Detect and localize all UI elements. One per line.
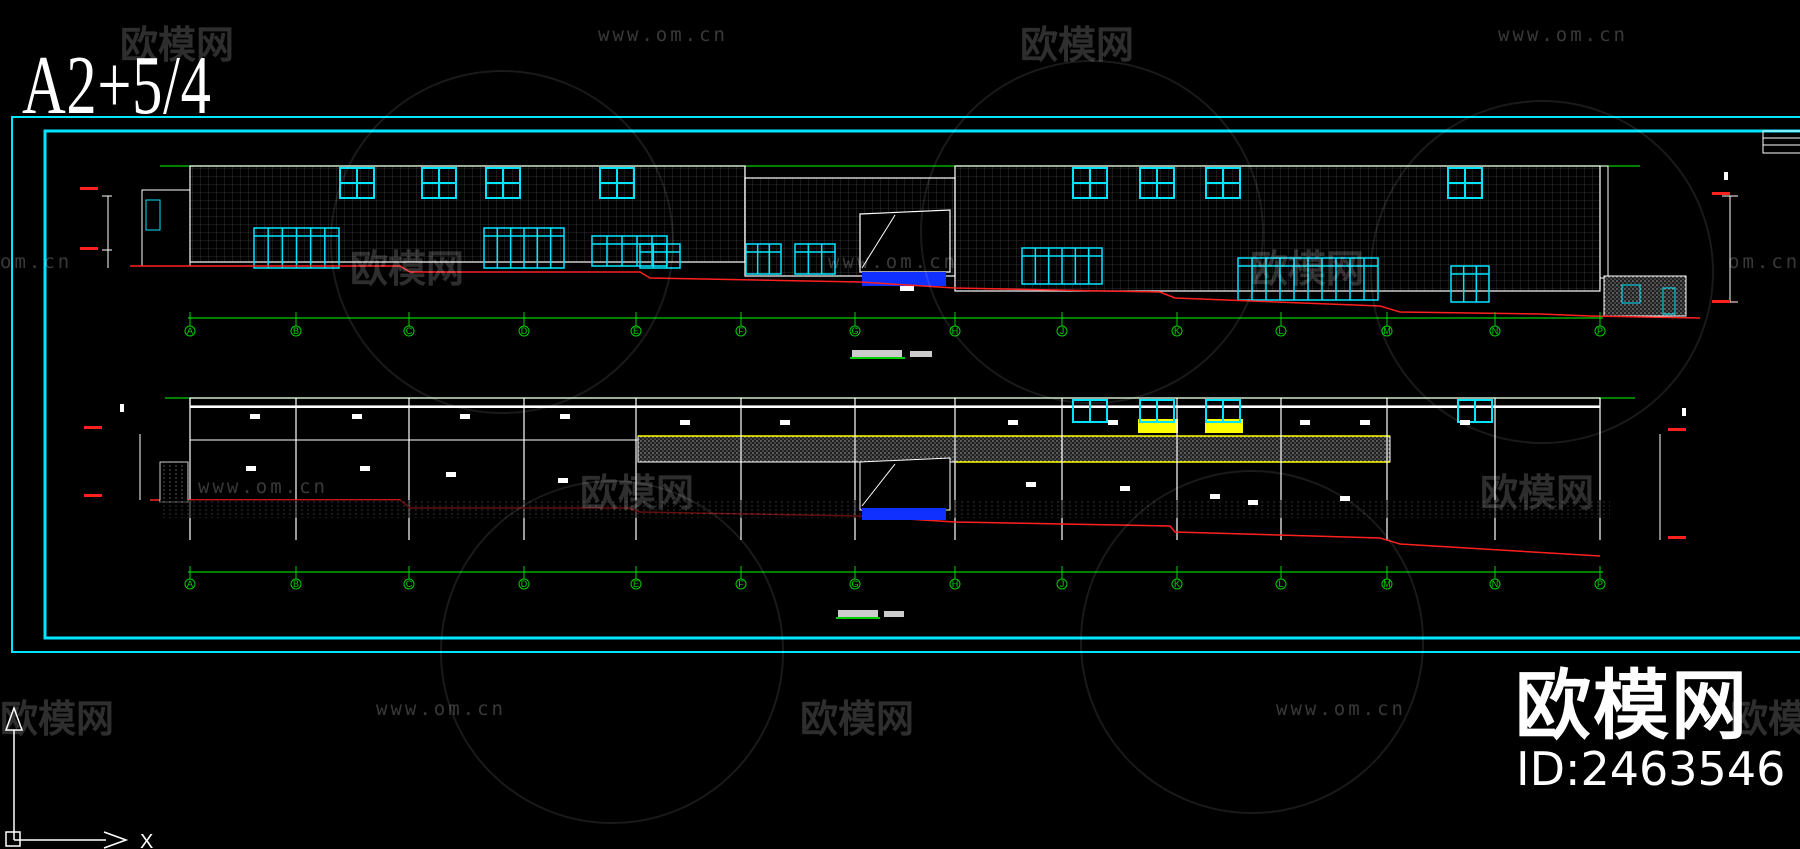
sheet-label: A2+5/4 xyxy=(22,39,212,132)
grid-axis-label: P xyxy=(1597,579,1603,589)
grid-axis-label: H xyxy=(952,579,959,589)
section-tag xyxy=(1460,420,1470,425)
shopfront xyxy=(745,243,782,275)
grid-axis-label: B xyxy=(293,326,299,336)
grid-axis-label: M xyxy=(1383,579,1391,589)
grid-axis-label: J xyxy=(1060,579,1065,589)
grid-axis-bubble xyxy=(518,325,530,337)
brand-id: ID:2463546 xyxy=(1516,742,1786,796)
grid-axis-label: N xyxy=(1492,326,1499,336)
grid-axis-bubble xyxy=(949,325,961,337)
grid-axis-label: E xyxy=(633,579,639,589)
grid-axis-label: K xyxy=(1174,579,1180,589)
grid-axis-label: C xyxy=(406,579,413,589)
shopfront xyxy=(639,243,681,269)
grid-axis-label: L xyxy=(1278,326,1283,336)
ucs-axis-icon: X Y xyxy=(4,705,153,849)
grid-axis-bubble xyxy=(630,578,642,590)
section-tag xyxy=(1026,482,1036,487)
section-tag xyxy=(1340,496,1350,501)
section-tag xyxy=(1360,420,1370,425)
grid-axis-label: N xyxy=(1492,579,1499,589)
section-tag xyxy=(446,472,456,477)
section-tag xyxy=(460,414,470,419)
elevation-view xyxy=(80,165,1738,359)
grid-axis-label: F xyxy=(738,326,744,336)
section-tag xyxy=(560,414,570,419)
section-tag xyxy=(780,420,790,425)
outer-frame xyxy=(11,116,1800,653)
grid-axis-bubble xyxy=(403,578,415,590)
section-tag xyxy=(1210,494,1220,499)
grid-axis-label: M xyxy=(1383,326,1391,336)
grid-axis-bubble xyxy=(403,325,415,337)
grid-axis-bubble xyxy=(1275,578,1287,590)
grid-axis-bubble xyxy=(290,578,302,590)
grid-axis-bubble xyxy=(1489,325,1501,337)
section-tag xyxy=(352,414,362,419)
section-tag xyxy=(680,420,690,425)
section-tag xyxy=(1108,420,1118,425)
section-tag xyxy=(558,478,568,483)
grid-axis-label: G xyxy=(851,579,858,589)
grid-axis-label: D xyxy=(521,579,528,589)
grid-axis-bubble xyxy=(735,578,747,590)
grid-axis-label: D xyxy=(521,326,528,336)
grid-axis-bubble xyxy=(949,578,961,590)
grid-axis-bubble xyxy=(518,578,530,590)
grid-axis-bubble xyxy=(1381,325,1393,337)
section-tag xyxy=(1300,420,1310,425)
title-block xyxy=(1762,130,1800,154)
section-tag xyxy=(246,466,256,471)
grid-axis-label: E xyxy=(633,326,639,336)
section-view xyxy=(84,397,1686,619)
grid-axis-bubble xyxy=(735,325,747,337)
grid-axis-label: A xyxy=(187,326,193,336)
section-tag xyxy=(250,414,260,419)
shopfront xyxy=(1450,265,1490,303)
grid-axis-bubble xyxy=(630,325,642,337)
grid-axis-label: F xyxy=(738,579,744,589)
grid-axis-label: G xyxy=(851,326,858,336)
grid-axis-label: A xyxy=(187,579,193,589)
grid-axis-label: B xyxy=(293,579,299,589)
section-tag xyxy=(1120,486,1130,491)
grid-axis-bubble xyxy=(1056,578,1068,590)
grid-axis-bubble xyxy=(1381,578,1393,590)
section-tag xyxy=(1248,500,1258,505)
grid-axis-bubble xyxy=(1489,578,1501,590)
grid-axis-bubble xyxy=(1275,325,1287,337)
grid-axis-label: K xyxy=(1174,326,1180,336)
inner-frame xyxy=(43,129,1800,640)
grid-axis-bubble xyxy=(1056,325,1068,337)
grid-axis-bubble xyxy=(1594,325,1606,337)
section-tag xyxy=(360,466,370,471)
grid-axis-bubble xyxy=(849,325,861,337)
grid-axis-bubble xyxy=(184,578,196,590)
grid-axis-label: C xyxy=(406,326,413,336)
grid-axis-label: H xyxy=(952,326,959,336)
grid-axis-bubble xyxy=(290,325,302,337)
section-tag xyxy=(1008,420,1018,425)
brand-name: 欧模网 xyxy=(1515,661,1749,750)
grid-axis-bubble xyxy=(849,578,861,590)
grid-axis-label: J xyxy=(1060,326,1065,336)
grid-axis-label: P xyxy=(1597,326,1603,336)
grid-axis-bubble xyxy=(184,325,196,337)
grid-axis-label: L xyxy=(1278,579,1283,589)
grid-axis-bubble xyxy=(1171,578,1183,590)
shopfront xyxy=(794,243,836,275)
grid-axis-bubble xyxy=(1594,578,1606,590)
grid-axis-bubble xyxy=(1171,325,1183,337)
ucs-x-label: X xyxy=(140,831,153,849)
